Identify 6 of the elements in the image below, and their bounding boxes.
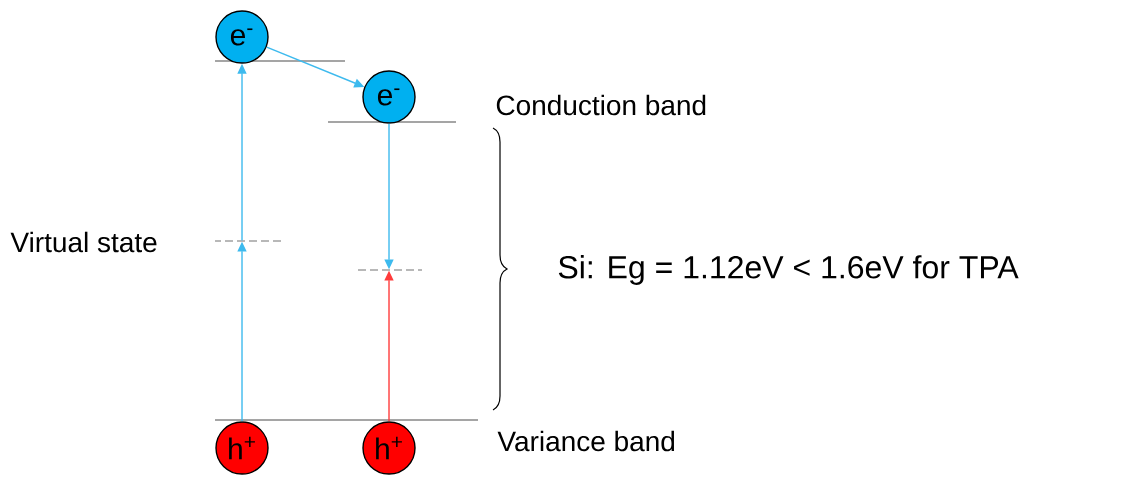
virtual-state-line [357,269,423,271]
text-label: Si: Eg = 1.12eV < 1.6eV for TPA [558,255,1019,285]
text-label: Virtual state [10,231,157,253]
text-label: Variance band [497,430,675,452]
virtual-state-line [214,240,284,242]
text-label: Conduction band [496,94,706,116]
